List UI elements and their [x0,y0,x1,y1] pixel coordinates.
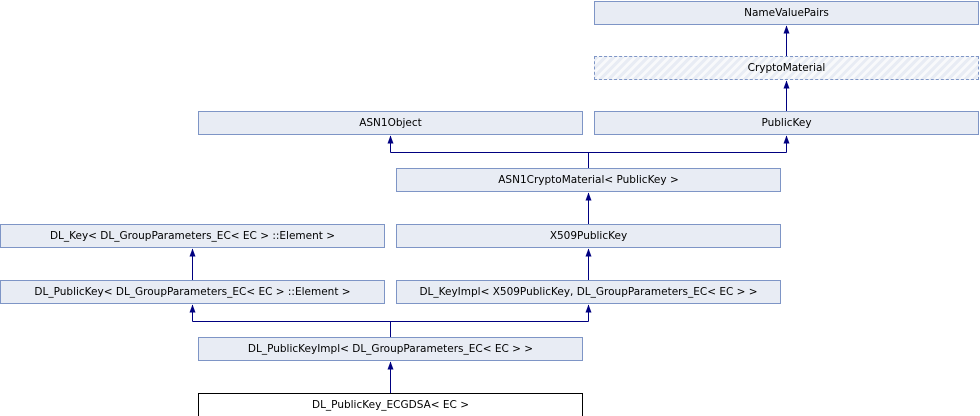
node-dl-public-key[interactable]: DL_PublicKey< DL_GroupParameters_EC< EC … [0,280,385,304]
node-dl-key[interactable]: DL_Key< DL_GroupParameters_EC< EC > ::El… [0,224,385,248]
node-asn1-object[interactable]: ASN1Object [198,111,583,135]
node-name-value-pairs[interactable]: NameValuePairs [594,1,979,25]
node-dl-public-key-ecgdsa: DL_PublicKey_ECGDSA< EC > [198,393,583,416]
node-asn1-crypto-material[interactable]: ASN1CryptoMaterial< PublicKey > [396,168,781,192]
node-public-key[interactable]: PublicKey [594,111,979,135]
node-crypto-material[interactable]: CryptoMaterial [594,56,979,80]
node-dl-public-key-impl[interactable]: DL_PublicKeyImpl< DL_GroupParameters_EC<… [198,337,583,361]
node-x509-public-key[interactable]: X509PublicKey [396,224,781,248]
node-dl-key-impl[interactable]: DL_KeyImpl< X509PublicKey, DL_GroupParam… [396,280,781,304]
